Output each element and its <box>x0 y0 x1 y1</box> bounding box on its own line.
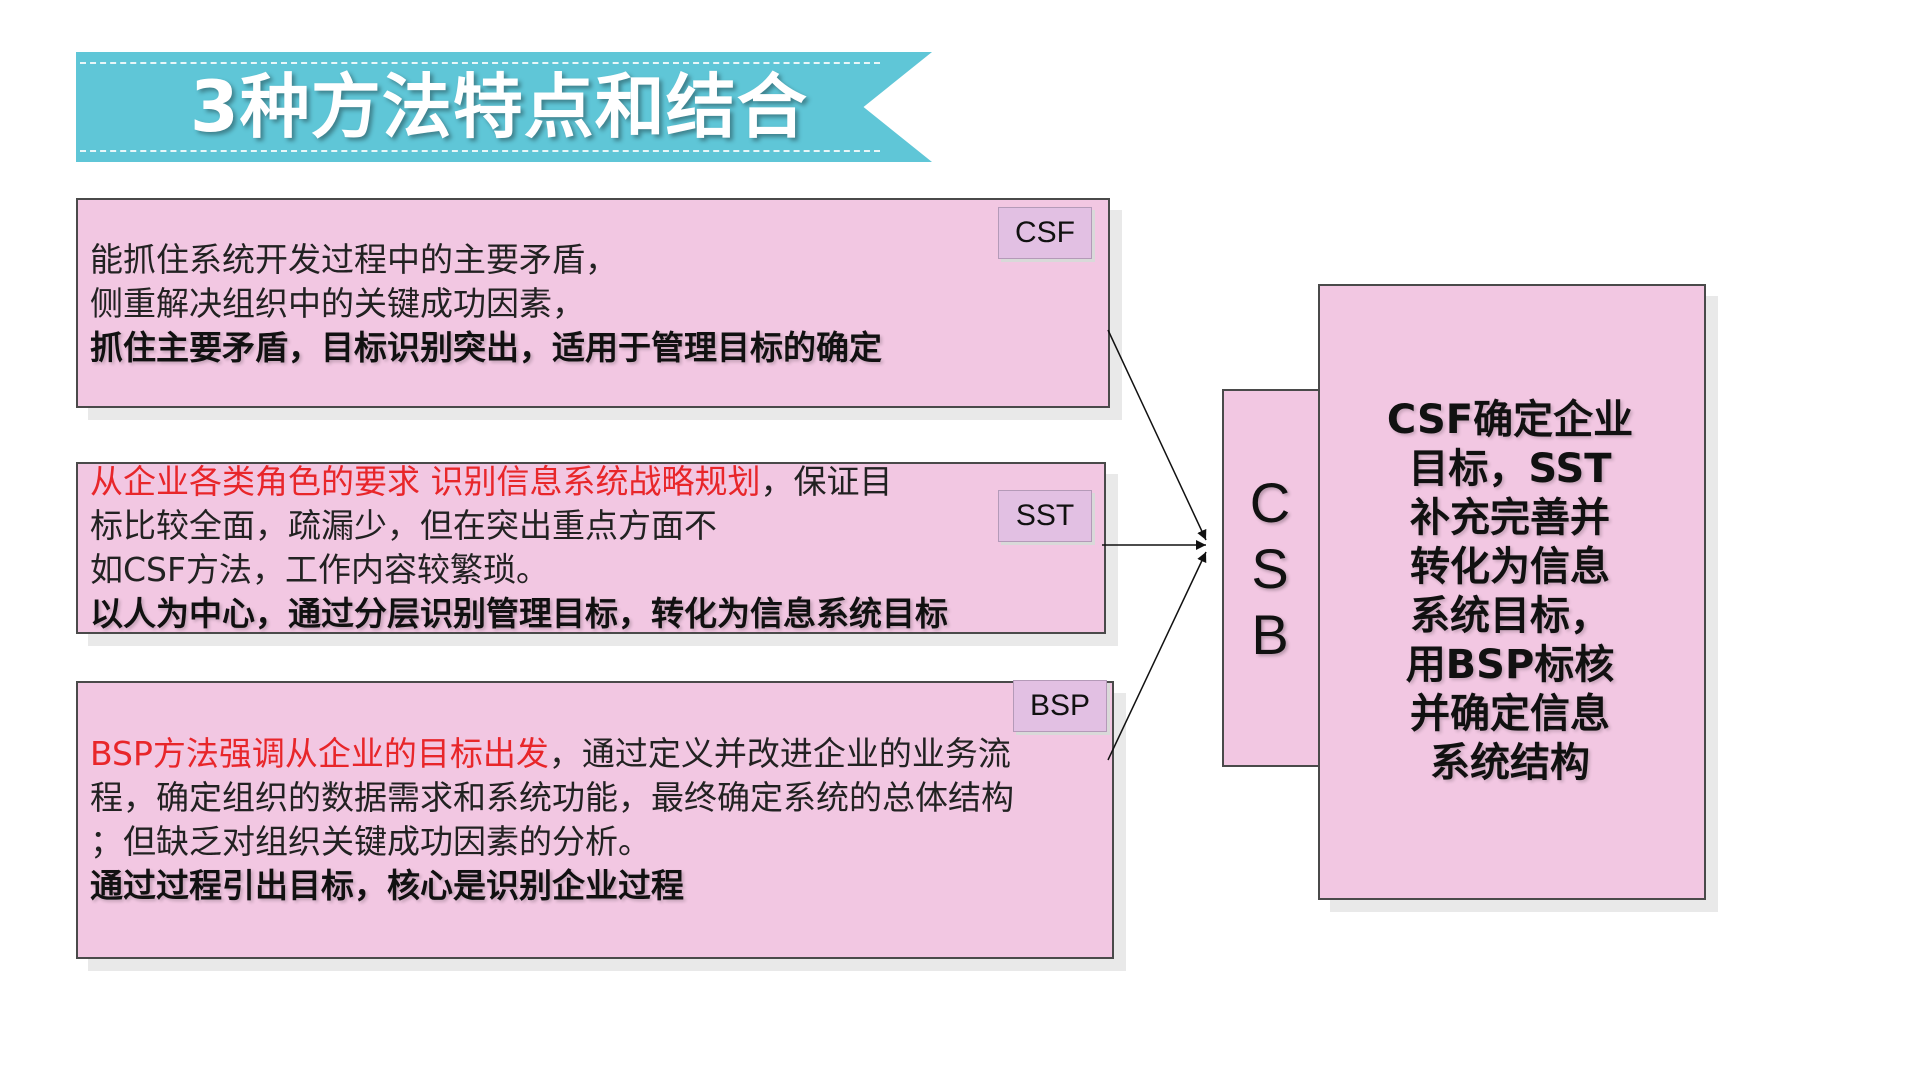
bsp-summary: 通过过程引出目标，核心是识别企业过程 <box>90 866 684 905</box>
csb-letter-b: B <box>1251 603 1289 666</box>
result-box <box>1318 284 1706 900</box>
csb-letter-c: C <box>1249 471 1291 534</box>
bsp-tag: BSP <box>1013 680 1107 732</box>
result-line-5: 系统目标， <box>1410 593 1610 639</box>
bsp-line-2: 程，确定组织的数据需求和系统功能，最终确定系统的总体结构 <box>90 778 1014 817</box>
csf-line-1: 能抓住系统开发过程中的主要矛盾， <box>90 240 618 279</box>
result-line-4: 转化为信息 <box>1410 544 1610 590</box>
title-ribbon <box>76 52 932 162</box>
result-line-7: 并确定信息 <box>1410 691 1610 737</box>
bsp-highlight: BSP方法强调从企业的目标出发 <box>90 734 549 773</box>
csf-line-2: 侧重解决组织中的关键成功因素， <box>90 284 585 323</box>
csf-tag: CSF <box>998 207 1092 259</box>
sst-text: 从企业各类角色的要求 识别信息系统战略规划，保证目 标比较全面，疏漏少，但在突出… <box>90 460 948 636</box>
csf-box <box>76 198 1110 408</box>
arrow-csf-to-csb <box>1107 329 1207 541</box>
csf-summary: 抓住主要矛盾，目标识别突出，适用于管理目标的确定 <box>90 328 882 367</box>
slide-title: 3种方法特点和结合 <box>190 66 808 148</box>
result-line-8: 系统结构 <box>1430 740 1590 786</box>
sst-line-3: 如CSF方法，工作内容较繁琐。 <box>90 550 549 589</box>
ribbon-dashed-line-bottom <box>80 150 880 152</box>
csb-box <box>1222 389 1320 767</box>
sst-line-1: 从企业各类角色的要求 识别信息系统战略规划，保证目 <box>90 460 948 504</box>
sst-highlight: 从企业各类角色的要求 识别信息系统战略规划 <box>90 462 761 501</box>
csb-letters: C S B <box>1222 470 1318 668</box>
sst-summary: 以人为中心，通过分层识别管理目标，转化为信息系统目标 <box>90 594 948 633</box>
sst-tag: SST <box>998 490 1092 542</box>
csb-letter-s: S <box>1251 537 1289 600</box>
result-line-2: 目标，SST <box>1408 446 1612 492</box>
bsp-line-1: BSP方法强调从企业的目标出发，通过定义并改进企业的业务流 <box>90 732 1014 776</box>
bsp-line-3: ；但缺乏对组织关键成功因素的分析。 <box>90 822 651 861</box>
bsp-box <box>76 681 1114 959</box>
result-line-1: CSF确定企业 <box>1386 397 1634 443</box>
result-line-6: 用BSP标核 <box>1405 642 1615 688</box>
result-text: CSF确定企业 目标，SST 补充完善并 转化为信息 系统目标， 用BSP标核 … <box>1330 396 1690 788</box>
bsp-line-1-rest: ，通过定义并改进企业的业务流 <box>548 734 1011 773</box>
ribbon-dashed-line-top <box>80 62 880 64</box>
arrow-bsp-to-csb <box>1107 551 1207 761</box>
sst-line-1-rest: ，保证目 <box>760 462 893 501</box>
sst-box <box>76 462 1106 634</box>
csf-text: 能抓住系统开发过程中的主要矛盾， 侧重解决组织中的关键成功因素， 抓住主要矛盾，… <box>90 238 882 370</box>
result-line-3: 补充完善并 <box>1410 495 1610 541</box>
sst-line-2: 标比较全面，疏漏少，但在突出重点方面不 <box>90 506 717 545</box>
bsp-text: BSP方法强调从企业的目标出发，通过定义并改进企业的业务流 程，确定组织的数据需… <box>90 732 1014 908</box>
